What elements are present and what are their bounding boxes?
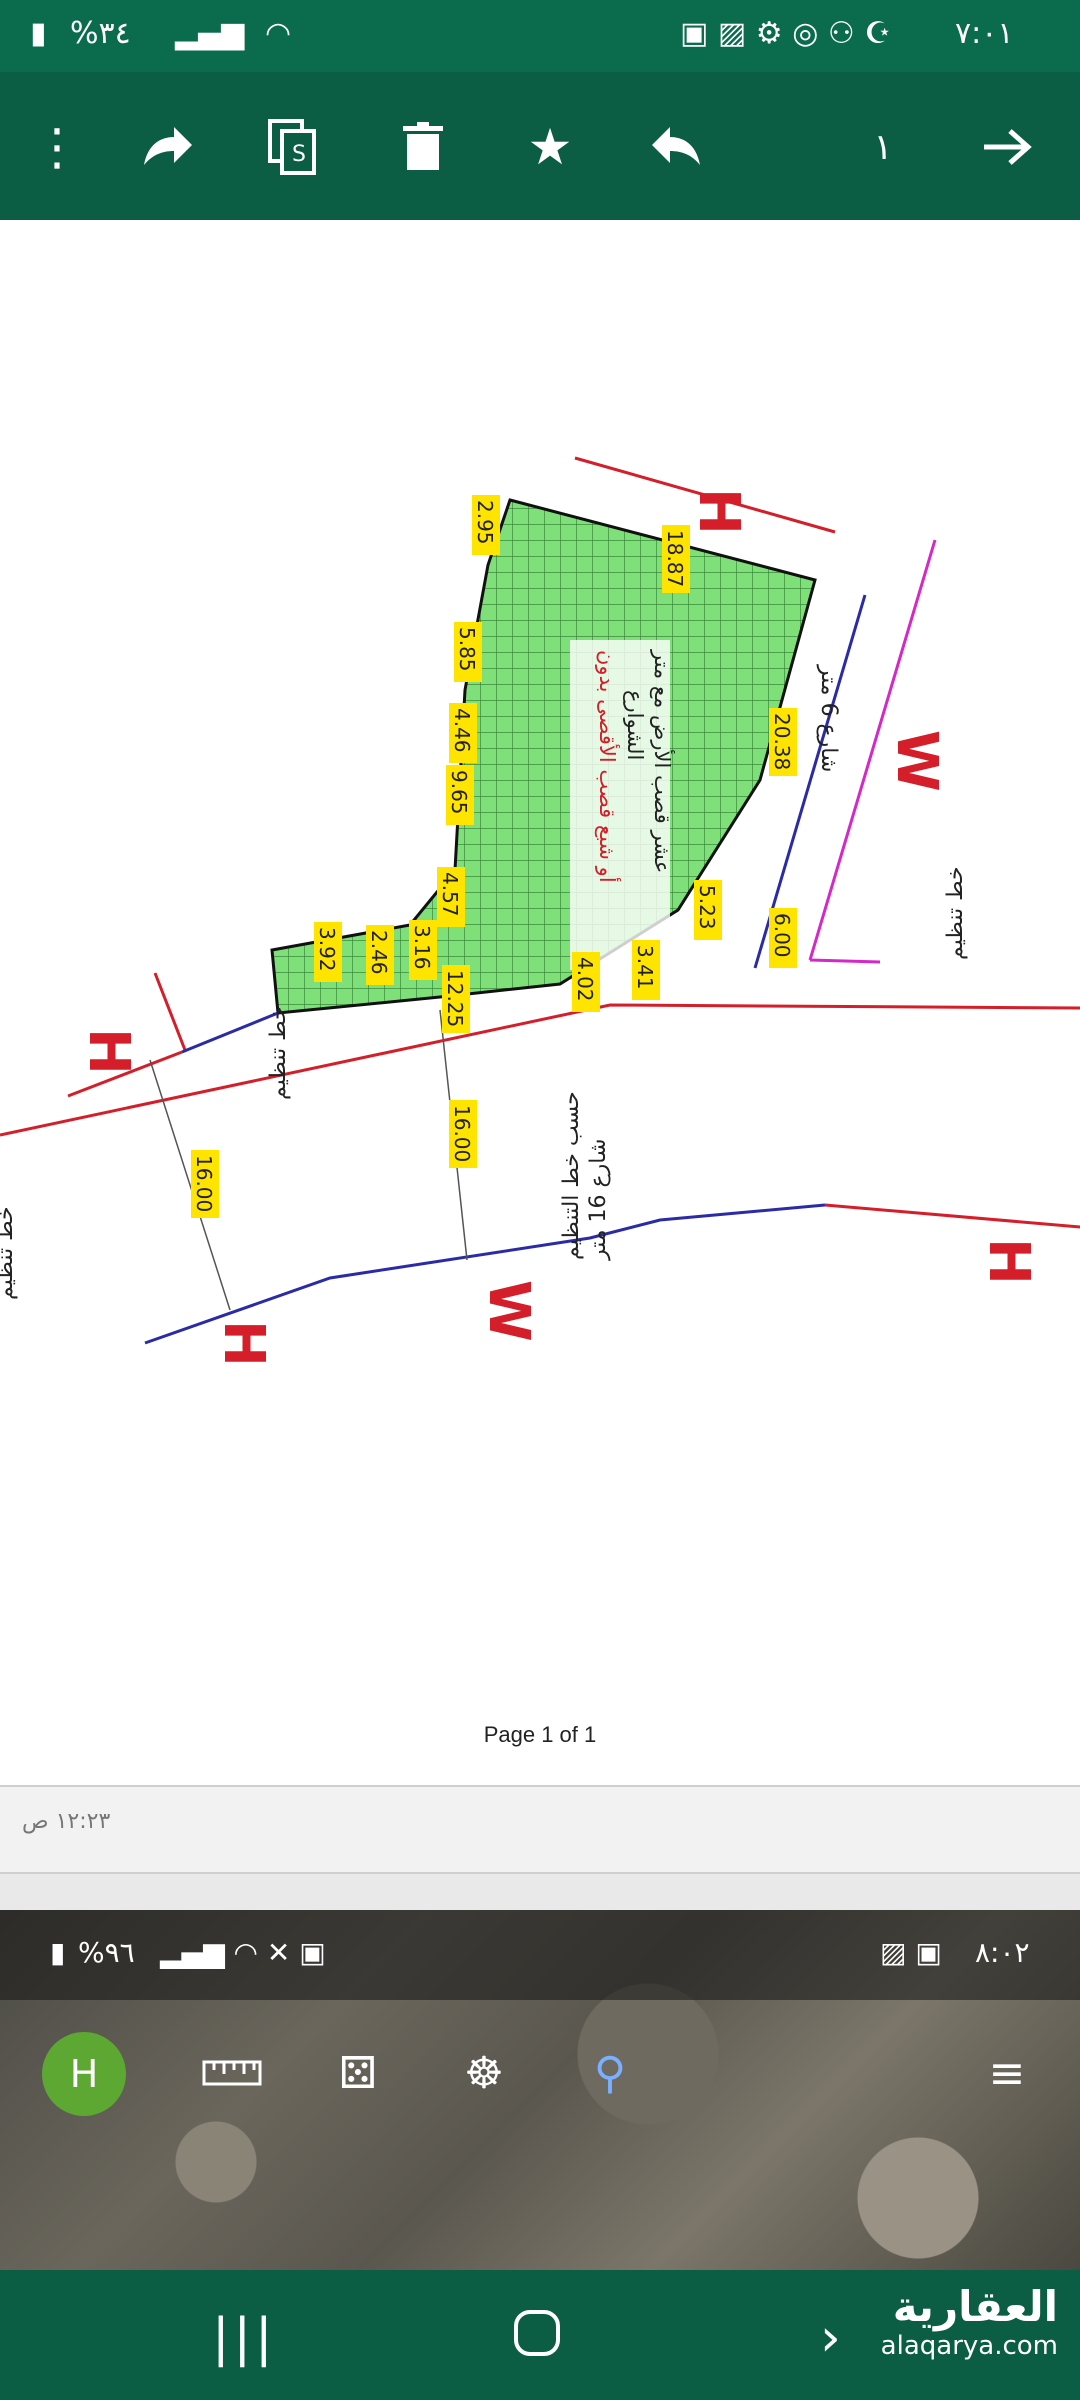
menu-icon[interactable]: ≡ [988,2048,1026,2099]
dim-3-16: 3.16 [410,925,434,970]
label-street16-line1: شارع 16 متر [586,1139,611,1261]
satellite-map: ▮ %٩٦ ▂▄▆ ◠ ✕ ▣ ▨ ▣ ٨:٠٢ H ⚄ ☸ ⚲ ≡ [0,1910,1080,2270]
label-street16-line2: حسب خط التنظيم [559,1091,584,1260]
home-icon[interactable] [512,2308,562,2371]
label-tanzeem-right: خط تنظيم [943,866,968,960]
dim-12-25: 12.25 [443,970,467,1027]
share-icon[interactable] [132,112,202,182]
more-vert-icon[interactable]: ⋮ [32,118,82,176]
map-status-bar: ▮ %٩٦ ▂▄▆ ◠ ✕ ▣ ▨ ▣ ٨:٠٢ [0,1910,1080,2000]
dim-5-23: 5.23 [695,885,719,930]
dim-18-87: 18.87 [663,530,687,587]
dim-4-02: 4.02 [573,957,597,1002]
label-h4: H [976,1238,1041,1285]
dim-16-00-b: 16.00 [192,1155,216,1212]
note-line2: أو شبع قصب الأقصى بدون [595,650,621,883]
dim-4-46: 4.46 [450,708,474,753]
navigation-bar: ||| › العقارية alaqarya.com [0,2270,1080,2400]
reply-icon[interactable] [642,112,712,182]
dim-20-38: 20.38 [770,713,794,770]
dim-2-46: 2.46 [367,930,391,975]
map-toolbar: H ⚄ ☸ ⚲ ≡ [0,2020,1080,2130]
logo-url: alaqarya.com [880,2331,1058,2361]
dim-9-65: 9.65 [447,770,471,815]
message-bar: ١٢:٢٣ ص [0,1785,1080,1874]
status-time: ٧:٠١ [955,16,1014,51]
signal-icon: ▂▄▆ [175,16,245,51]
map-status-time: ٨:٠٢ [975,1936,1030,1969]
recent-apps-icon[interactable]: ||| [212,2308,277,2368]
logo-arabic: العقارية [892,2282,1058,2331]
dim-3-41: 3.41 [633,945,657,990]
copy-icon[interactable]: S [258,112,328,182]
label-tanzeem-mid: خط تنظيم [266,1006,291,1100]
ruler-icon[interactable] [200,2042,264,2106]
label-tanzeem-left: خط تنظيم [0,1206,18,1300]
label-street6: شارع 6 متر [816,664,841,772]
note-line3: الشوارع [623,690,647,760]
document-page: H H H H W W شارع 6 متر شارع 16 متر حسب خ… [0,220,1080,1785]
label-h1: H [686,488,751,535]
battery-icon: ▮ [30,16,47,51]
ship-wheel-icon[interactable]: ☸ [464,2048,504,2099]
delete-icon[interactable] [388,112,458,182]
search-icon[interactable]: ⚲ [593,2048,627,2099]
label-h2: H [76,1028,141,1075]
label-w1: W [884,730,949,792]
svg-text:S: S [292,142,306,167]
map-notification-icons: ▨ ▣ [880,1936,942,1969]
back-icon[interactable]: › [820,2308,841,2368]
map-battery-icon: ▮ [50,1936,66,1969]
notification-icons: ▣ ▨ ⚙ ◎ ⚇ ☪ [680,16,892,51]
dice-icon[interactable]: ⚄ [338,2048,378,2099]
dim-3-92: 3.92 [315,927,339,972]
dim-5-85: 5.85 [455,627,479,672]
watermark-logo: العقارية alaqarya.com [881,2282,1058,2361]
page-footer: Page 1 of 1 [483,1722,597,1747]
dim-4-57: 4.57 [438,872,462,917]
dim-2-95: 2.95 [473,500,497,545]
toolbar: ⋮ S ★ ١ [0,72,1080,220]
survey-plan: H H H H W W شارع 6 متر شارع 16 متر حسب خ… [0,456,1080,1367]
avatar[interactable]: H [42,2032,126,2116]
page-counter: ١ [873,126,893,168]
note-line1: عشر قصب الأرض مع متر [650,649,675,873]
map-battery-level: %٩٦ [78,1936,135,1969]
dim-16-00-a: 16.00 [450,1105,474,1162]
arrow-forward-icon[interactable] [972,112,1042,182]
star-icon[interactable]: ★ [527,118,573,176]
message-time: ١٢:٢٣ ص [22,1809,111,1834]
wifi-icon: ◠ [265,16,292,51]
status-bar: %٣٤ ▮ ▂▄▆ ◠ ▣ ▨ ⚙ ◎ ⚇ ☪ ٧:٠١ [0,0,1080,72]
plot-polygon [270,498,817,1015]
battery-level: %٣٤ [70,16,131,51]
map-signal-icon: ▂▄▆ ◠ ✕ ▣ [160,1936,326,1969]
label-h3: H [211,1320,276,1367]
label-w2: W [476,1280,541,1342]
dim-6-00: 6.00 [770,913,794,958]
